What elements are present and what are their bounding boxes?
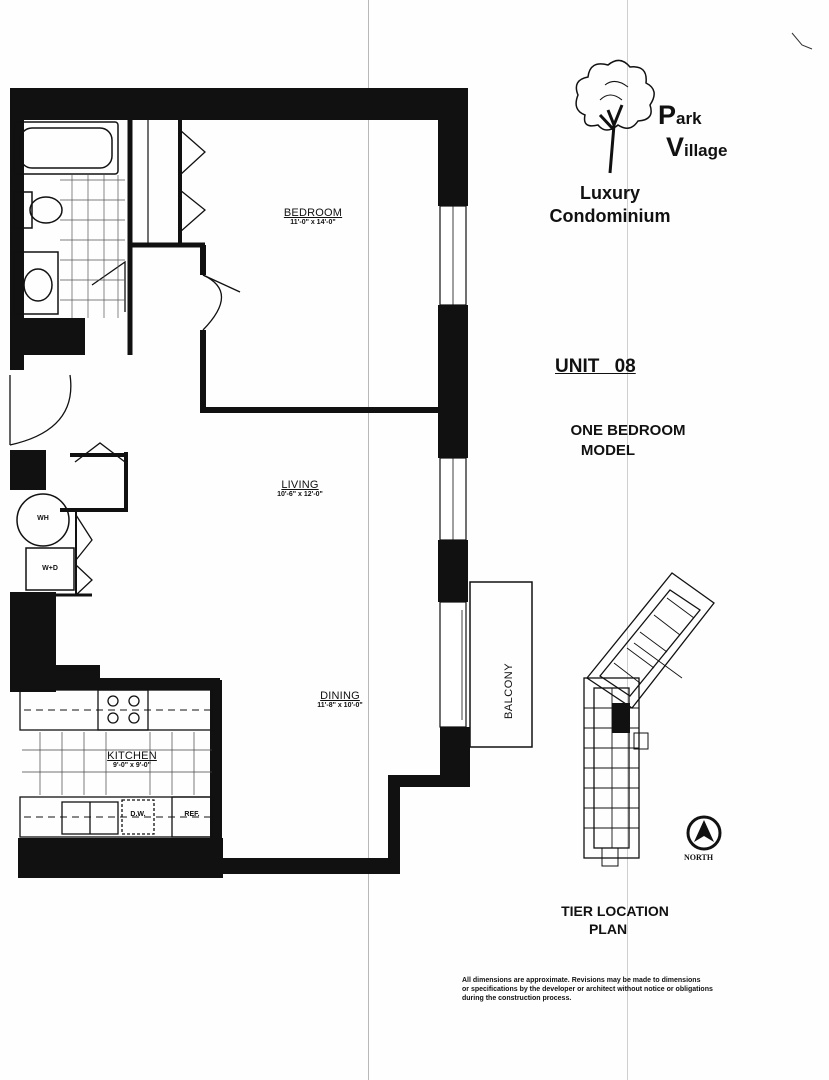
scan-seam bbox=[368, 0, 369, 1080]
brand-subtitle: Luxury Condominium bbox=[520, 182, 700, 228]
north-label: NORTH bbox=[684, 853, 714, 862]
tier-plan-title-line2: PLAN bbox=[588, 921, 628, 937]
model-line1: ONE BEDROOM bbox=[570, 422, 686, 439]
room-label-balcony: BALCONY bbox=[503, 662, 515, 720]
scan-mark bbox=[791, 32, 813, 50]
subtitle-line2: Condominium bbox=[549, 206, 671, 226]
tree-logo-icon bbox=[575, 59, 655, 174]
fixture-dishwasher: D.W. bbox=[130, 811, 146, 818]
tier-plan-title-line1: TIER LOCATION bbox=[561, 903, 669, 919]
room-label-bedroom: BEDROOM 11'-0" x 14'-0" bbox=[283, 207, 343, 226]
scan-seam bbox=[627, 0, 628, 1080]
room-label-dining: DINING 11'-8" x 10'-0" bbox=[317, 690, 363, 709]
disclaimer-text: All dimensions are approximate. Revision… bbox=[462, 977, 713, 1002]
brand-name-line2: Village bbox=[666, 132, 728, 162]
brand-name-line1: Park bbox=[658, 100, 702, 130]
room-label-kitchen: KITCHEN 9'-0" x 9'-0" bbox=[107, 750, 157, 769]
subtitle-line1: Luxury bbox=[579, 183, 640, 203]
room-label-living: LIVING 10'-6" x 12'-0" bbox=[277, 479, 323, 498]
unit-title: UNIT 08 bbox=[555, 356, 636, 377]
fixture-washer-dryer: W+D bbox=[42, 565, 58, 572]
north-arrow-icon bbox=[686, 815, 722, 851]
fixture-refrigerator: REF. bbox=[184, 811, 200, 818]
model-line2: MODEL bbox=[580, 442, 636, 459]
tier-location-plan-graphic bbox=[583, 572, 715, 867]
fixture-water-heater: WH bbox=[37, 515, 49, 522]
